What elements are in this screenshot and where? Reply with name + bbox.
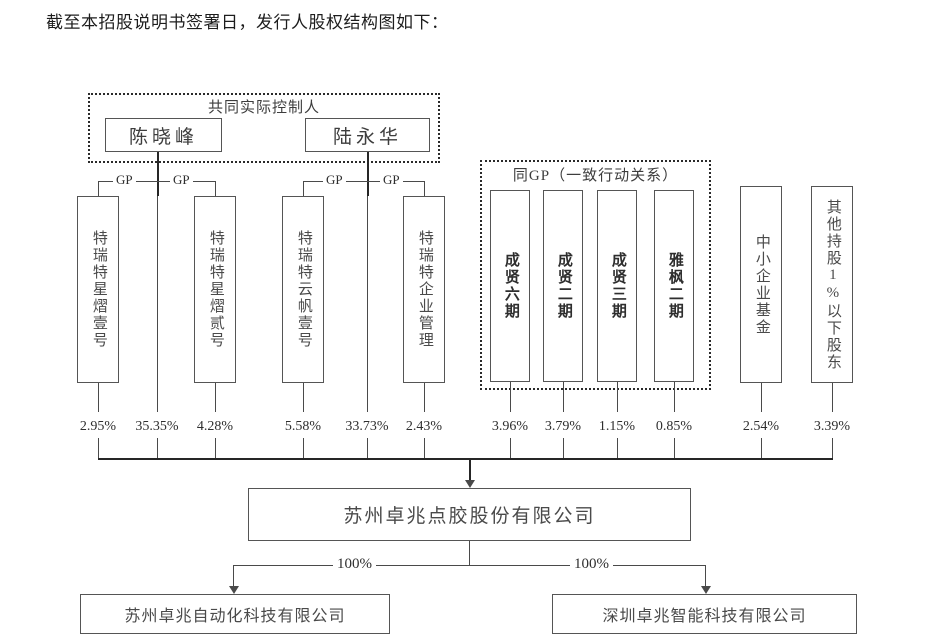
gp-label-lu-right: GP bbox=[380, 172, 403, 188]
shareholder-box-7[interactable]: 成贤二期 bbox=[543, 190, 583, 382]
page-title: 截至本招股说明书签署日，发行人股权结构图如下： bbox=[46, 13, 449, 32]
connector-lu-right-drop bbox=[424, 181, 425, 196]
subsidiary-box-0[interactable]: 苏州卓兆自动化科技有限公司 bbox=[80, 594, 390, 634]
drop-line-0 bbox=[98, 383, 99, 412]
stub-line-11 bbox=[832, 438, 833, 458]
stub-line-9 bbox=[674, 438, 675, 458]
shareholder-box-8[interactable]: 成贤三期 bbox=[597, 190, 637, 382]
subsidiary-right-drop bbox=[705, 565, 706, 588]
percent-label-10: 2.54% bbox=[742, 419, 780, 434]
percent-label-7: 3.79% bbox=[544, 419, 582, 434]
shareholder-box-2[interactable]: 特瑞特星熠贰号 bbox=[194, 196, 236, 383]
percent-label-8: 1.15% bbox=[598, 419, 636, 434]
same-gp-group bbox=[480, 160, 711, 390]
stub-line-1 bbox=[157, 438, 158, 458]
drop-line-2 bbox=[215, 383, 216, 412]
subsidiary-right-arrow-icon bbox=[701, 586, 711, 594]
person-box-lu[interactable]: 陆永华 bbox=[305, 118, 430, 152]
drop-line-4 bbox=[367, 196, 368, 412]
subsidiary-left-arrow-icon bbox=[229, 586, 239, 594]
stub-line-6 bbox=[510, 438, 511, 458]
stub-line-0 bbox=[98, 438, 99, 458]
shareholder-box-3[interactable]: 特瑞特云帆壹号 bbox=[282, 196, 324, 383]
connector-lu-left-drop bbox=[303, 181, 304, 196]
connector-chen-left-drop bbox=[98, 181, 99, 196]
joint-controllers-group bbox=[88, 93, 440, 163]
subsidiary-box-1[interactable]: 深圳卓兆智能科技有限公司 bbox=[552, 594, 857, 634]
drop-line-10 bbox=[761, 383, 762, 412]
gp-label-chen-right: GP bbox=[170, 172, 193, 188]
percent-label-0: 2.95% bbox=[79, 419, 117, 434]
subsidiary-bar bbox=[233, 565, 705, 566]
shareholder-box-0[interactable]: 特瑞特星熠壹号 bbox=[77, 196, 119, 383]
subsidiary-right-percent: 100% bbox=[570, 556, 613, 573]
percent-label-1: 35.35% bbox=[135, 419, 179, 434]
shareholder-box-9[interactable]: 雅枫二期 bbox=[654, 190, 694, 382]
drop-line-1 bbox=[157, 196, 158, 412]
stub-line-3 bbox=[303, 438, 304, 458]
drop-line-5 bbox=[424, 383, 425, 412]
drop-line-6 bbox=[510, 382, 511, 412]
shareholder-box-10[interactable]: 中小企业基金 bbox=[740, 186, 782, 383]
subsidiary-left-drop bbox=[233, 565, 234, 588]
shareholder-box-11[interactable]: 其他持股1%以下股东 bbox=[811, 186, 853, 383]
drop-line-9 bbox=[674, 382, 675, 412]
subsidiary-left-percent: 100% bbox=[333, 556, 376, 573]
percent-label-4: 33.73% bbox=[345, 419, 389, 434]
connector-chen-bar bbox=[98, 181, 216, 182]
stub-line-4 bbox=[367, 438, 368, 458]
shareholder-box-5[interactable]: 特瑞特企业管理 bbox=[403, 196, 445, 383]
stub-line-2 bbox=[215, 438, 216, 458]
convergence-bus bbox=[98, 458, 833, 460]
percent-label-2: 4.28% bbox=[196, 419, 234, 434]
person-box-chen[interactable]: 陈晓峰 bbox=[105, 118, 222, 152]
subsidiary-stem bbox=[469, 541, 470, 565]
drop-line-3 bbox=[303, 383, 304, 412]
issuer-feed-line bbox=[469, 458, 471, 482]
stub-line-8 bbox=[617, 438, 618, 458]
joint-controllers-label: 共同实际控制人 bbox=[207, 100, 320, 116]
stub-line-7 bbox=[563, 438, 564, 458]
connector-chen-stem bbox=[157, 152, 159, 196]
connector-chen-right-drop bbox=[215, 181, 216, 196]
issuer-box[interactable]: 苏州卓兆点胶股份有限公司 bbox=[248, 488, 691, 541]
gp-label-lu-left: GP bbox=[323, 172, 346, 188]
connector-lu-stem bbox=[367, 152, 369, 196]
percent-label-9: 0.85% bbox=[655, 419, 693, 434]
drop-line-11 bbox=[832, 383, 833, 412]
stub-line-10 bbox=[761, 438, 762, 458]
gp-label-chen-left: GP bbox=[113, 172, 136, 188]
drop-line-8 bbox=[617, 382, 618, 412]
drop-line-7 bbox=[563, 382, 564, 412]
percent-label-6: 3.96% bbox=[491, 419, 529, 434]
percent-label-5: 2.43% bbox=[405, 419, 443, 434]
stub-line-5 bbox=[424, 438, 425, 458]
percent-label-11: 3.39% bbox=[813, 419, 851, 434]
shareholder-box-6[interactable]: 成贤六期 bbox=[490, 190, 530, 382]
percent-label-3: 5.58% bbox=[284, 419, 322, 434]
same-gp-label: 同GP（一致行动关系） bbox=[512, 168, 679, 184]
connector-lu-bar bbox=[303, 181, 425, 182]
issuer-arrow-icon bbox=[465, 480, 475, 488]
